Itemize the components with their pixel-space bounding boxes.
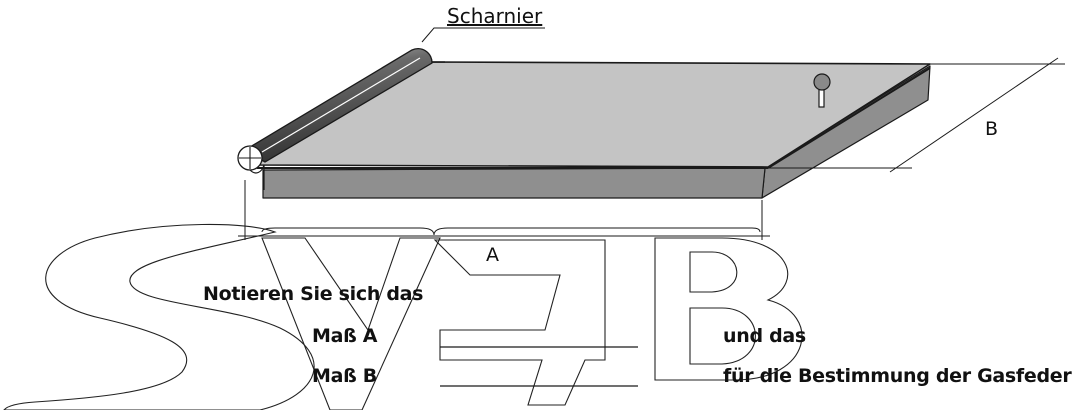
watermark-letter-s — [2, 223, 315, 411]
hinge-highlight — [261, 57, 421, 153]
hinge-base — [249, 164, 265, 190]
watermark-letter-b-inner — [689, 251, 756, 365]
hinge-leader-line — [421, 27, 545, 43]
note-and-the: und das — [723, 325, 806, 347]
lid-front-side — [262, 167, 766, 199]
dim-a-bracket — [261, 227, 761, 236]
watermark-letter-4 — [433, 239, 606, 406]
dimension-a — [238, 180, 770, 240]
svb-watermark — [2, 223, 803, 411]
dimension-b — [768, 57, 1065, 173]
note-intro: Notieren Sie sich das — [203, 283, 424, 305]
knob — [813, 73, 831, 108]
hinge-label: Scharnier — [447, 4, 543, 28]
note-mass-b: Maß B — [312, 365, 377, 387]
dimension-a-label: A — [486, 244, 499, 266]
knob-head — [813, 73, 831, 91]
hatch-lid — [254, 61, 931, 199]
note-purpose: für die Bestimmung der Gasfeder — [723, 365, 1072, 387]
note-mass-a: Maß A — [312, 325, 378, 347]
lid-right-edge — [767, 67, 931, 169]
watermark-letter-b — [654, 237, 803, 381]
dimension-b-label: B — [985, 118, 999, 140]
dim-b-line — [889, 57, 1059, 173]
hinge — [237, 48, 433, 190]
